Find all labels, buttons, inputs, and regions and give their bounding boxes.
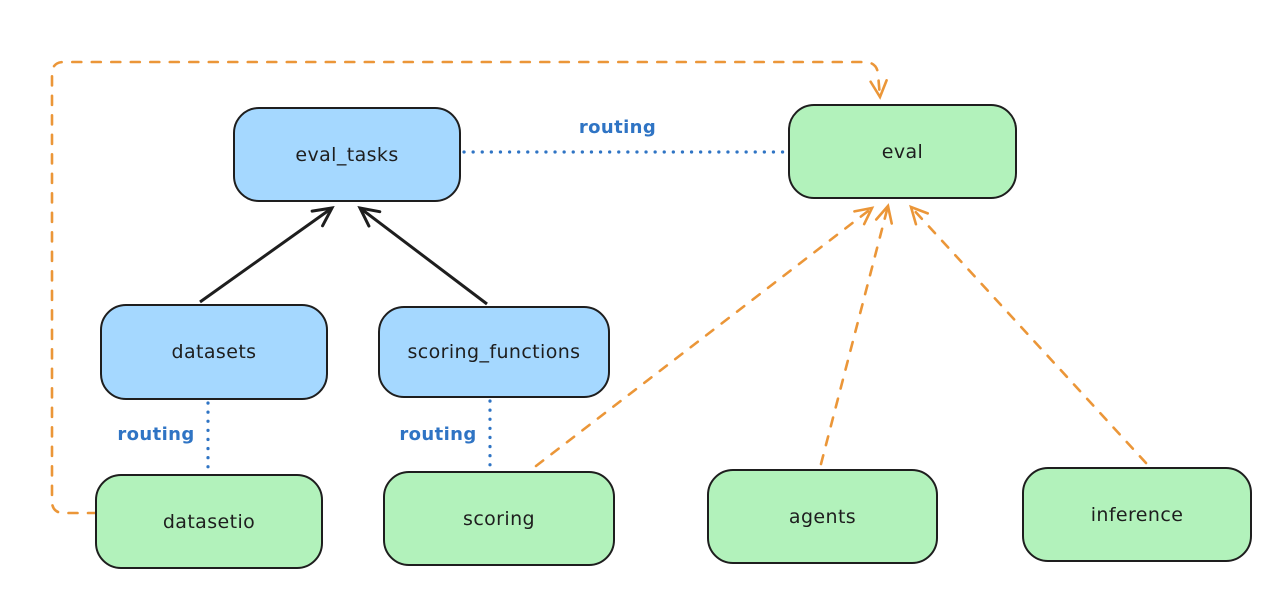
node-agents-label: agents [788,505,857,528]
node-inference: inference [1022,467,1252,562]
edge-datasetio-to-eval [50,60,888,515]
edge-datasets-to-eval-tasks [199,206,335,304]
edge-label-routing-scoring-functions-scoring: routing [399,424,477,445]
node-eval-label: eval [881,140,924,163]
edge-agents-to-eval [819,203,894,466]
edge-scoring-functions-to-eval-tasks [357,205,488,306]
node-datasets: datasets [100,304,328,400]
node-scoring-label: scoring [463,507,535,530]
node-scoring-functions-label: scoring_functions [407,341,581,363]
node-scoring-functions: scoring_functions [378,306,610,398]
edge-inference-to-eval [909,204,1148,465]
node-scoring: scoring [383,471,615,566]
edge-label-routing-eval-tasks-eval: routing [578,117,657,138]
node-datasetio: datasetio [95,474,323,569]
node-eval: eval [788,104,1017,199]
edge-label-routing-datasets-datasetio: routing [117,424,195,445]
node-inference-label: inference [1090,503,1184,526]
node-agents: agents [707,469,938,564]
node-eval-tasks: eval_tasks [233,107,461,202]
node-datasets-label: datasets [171,341,257,363]
node-eval-tasks-label: eval_tasks [295,143,399,166]
node-datasetio-label: datasetio [162,510,256,533]
